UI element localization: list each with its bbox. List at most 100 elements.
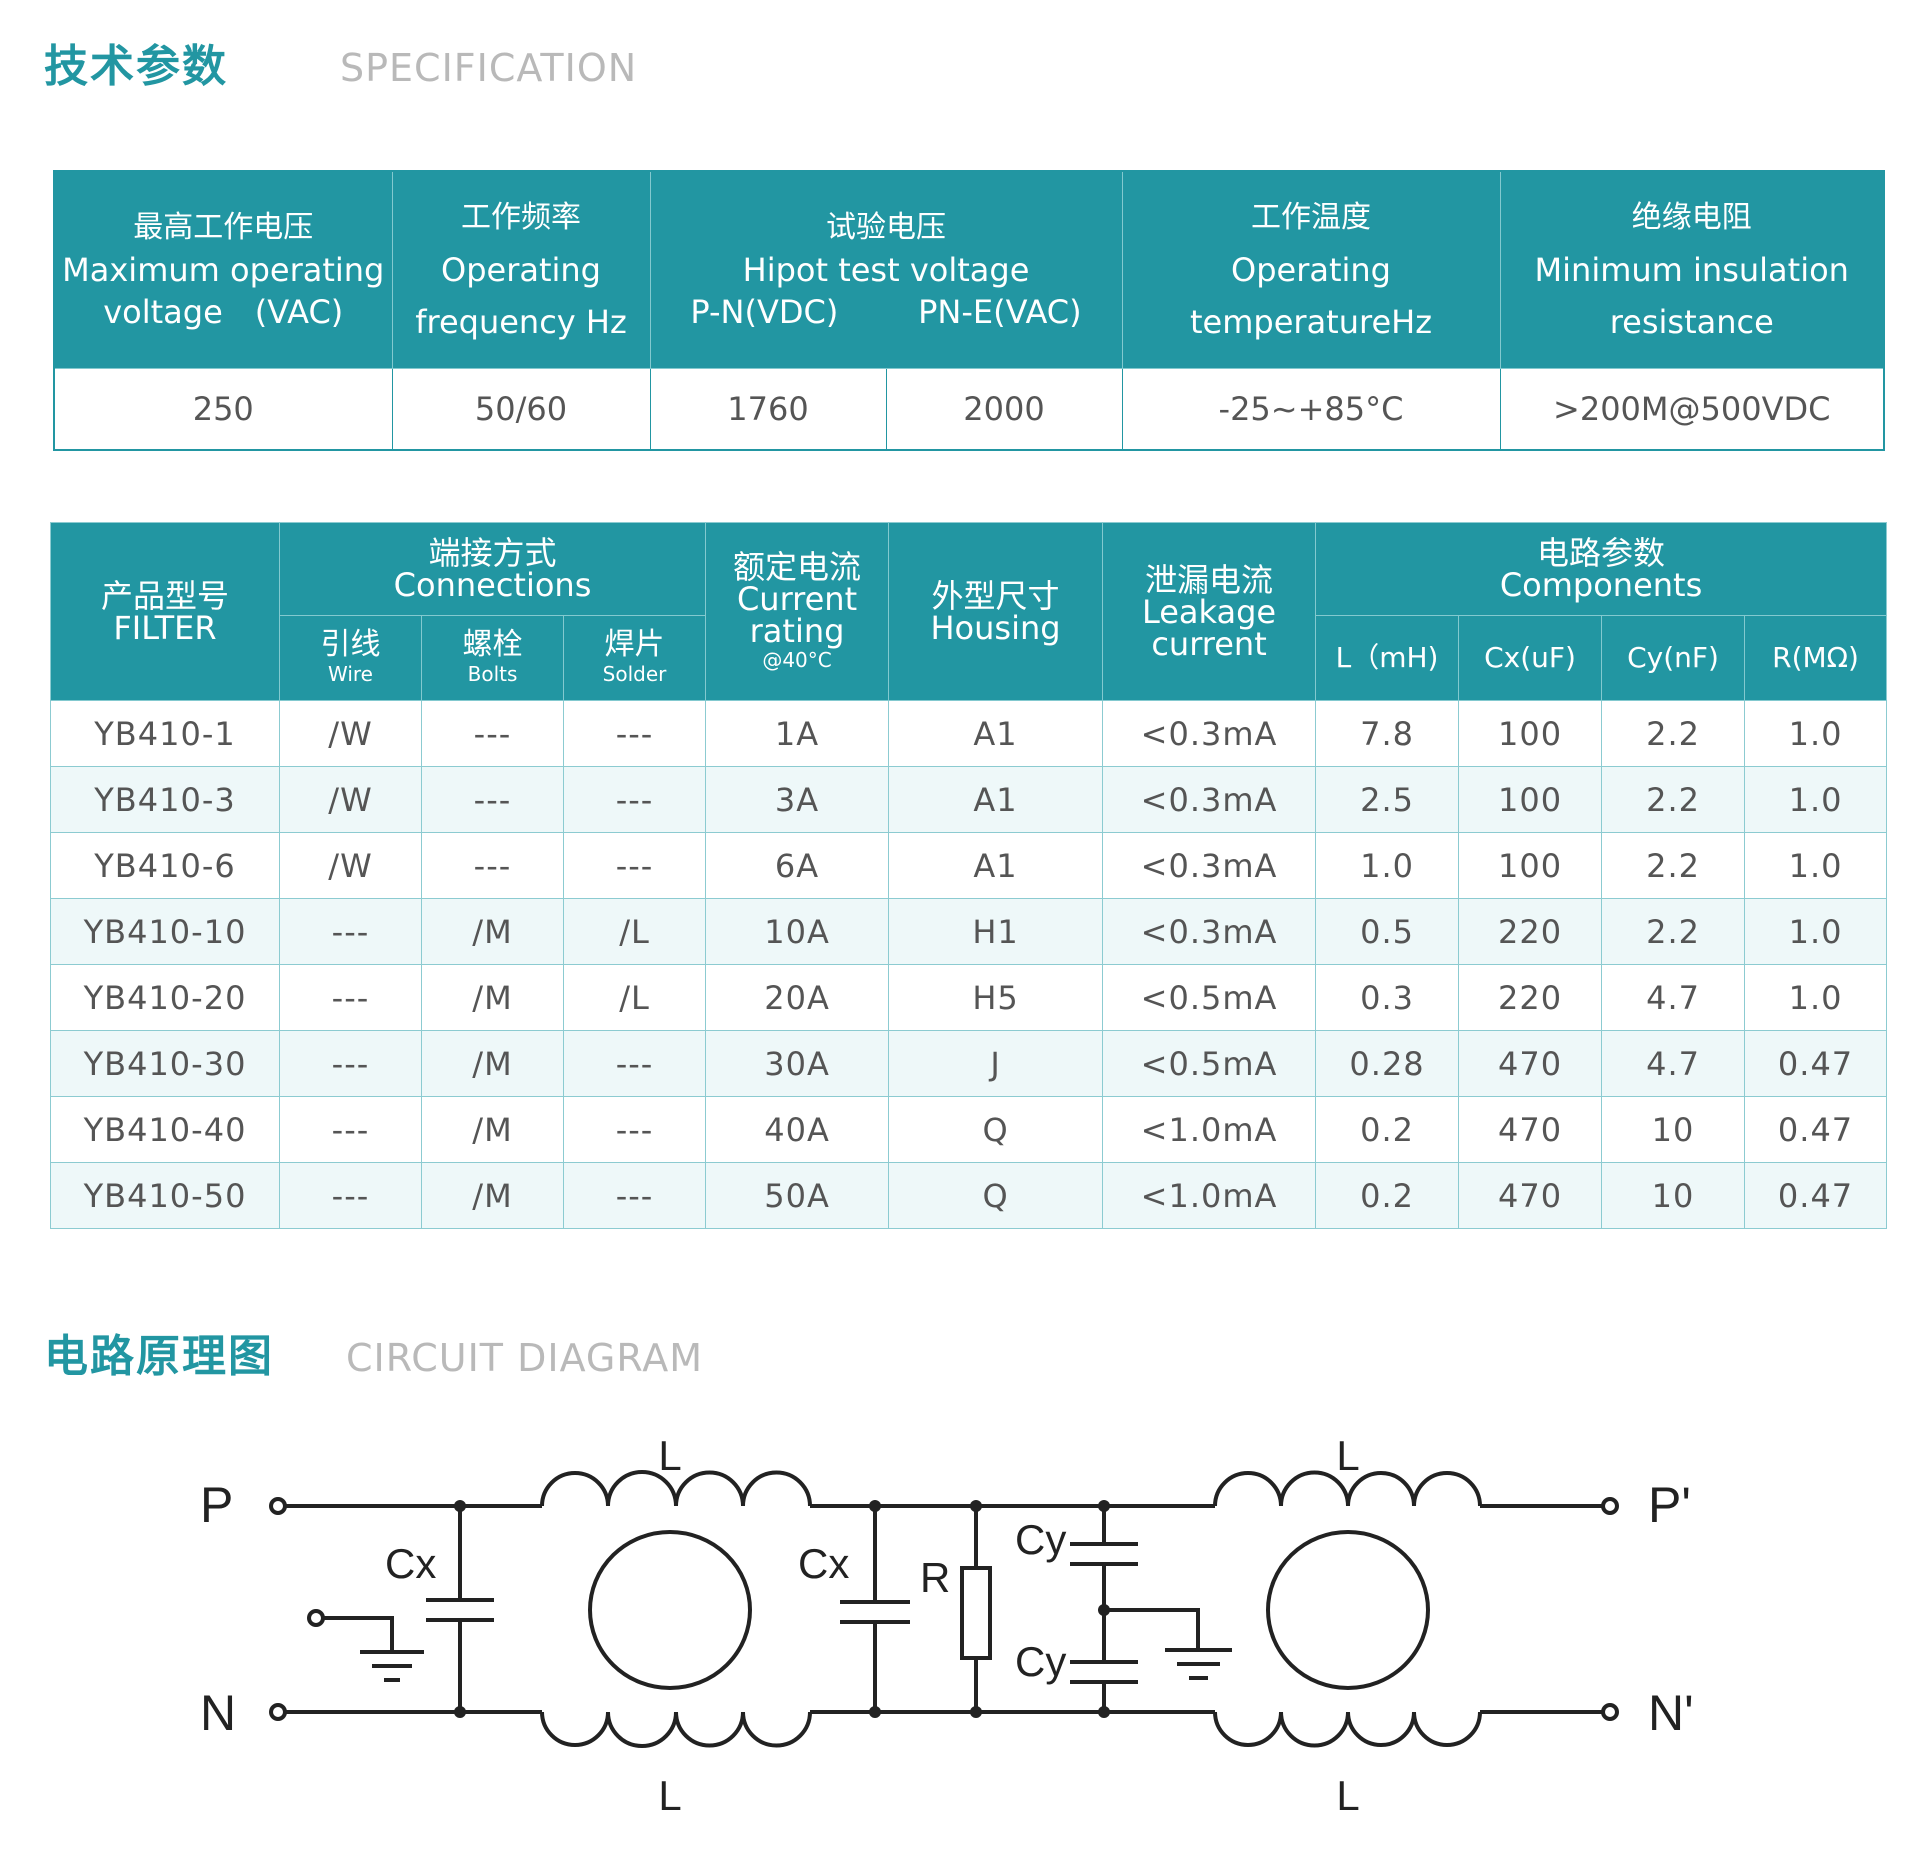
table-cell: ---: [563, 1030, 707, 1097]
spec-value: 1760: [650, 368, 887, 450]
terminal-n-in: [269, 1703, 287, 1721]
table-cell: 30A: [705, 1030, 890, 1097]
spec-header-temperature: 工作温度 Operating temperatureHz: [1122, 171, 1501, 369]
header-housing: 外型尺寸 Housing: [888, 522, 1104, 701]
table-cell: 2.2: [1601, 766, 1746, 833]
table-cell: 0.47: [1744, 1162, 1887, 1229]
table-cell: ---: [279, 898, 422, 965]
label-p-in: P: [200, 1477, 233, 1533]
table-cell: 10: [1601, 1162, 1746, 1229]
table-cell: /L: [563, 898, 707, 965]
spec-title-cn: 技术参数: [44, 41, 228, 92]
circuit-title-cn: 电路原理图: [44, 1331, 274, 1382]
inductor-top-left: [540, 1470, 812, 1507]
label-inductor: L: [1336, 1772, 1359, 1819]
header-leakage: 泄漏电流 Leakage current: [1102, 522, 1317, 701]
terminal-p-in: [269, 1497, 287, 1515]
table-cell: Q: [888, 1096, 1104, 1163]
table-cell: YB410-3: [50, 766, 280, 833]
table-cell: <1.0mA: [1102, 1096, 1317, 1163]
table-cell: 100: [1458, 832, 1603, 899]
label-cx-mid: Cx: [798, 1540, 849, 1587]
table-cell: <0.3mA: [1102, 898, 1317, 965]
table-cell: 10A: [705, 898, 890, 965]
table-cell: 0.28: [1315, 1030, 1460, 1097]
junction: [1098, 1706, 1110, 1718]
header-wire: 引线 Wire: [279, 615, 422, 701]
table-cell: ---: [563, 700, 707, 767]
table-cell: A1: [888, 766, 1104, 833]
junction: [1098, 1500, 1110, 1512]
junction: [970, 1706, 982, 1718]
table-cell: Q: [888, 1162, 1104, 1229]
table-cell: 1.0: [1315, 832, 1460, 899]
ground-cy-icon: [1104, 1608, 1232, 1680]
table-cell: /M: [421, 1162, 564, 1229]
table-cell: 220: [1458, 898, 1603, 965]
table-cell: 2.2: [1601, 898, 1746, 965]
table-cell: ---: [563, 766, 707, 833]
table-cell: 6A: [705, 832, 890, 899]
table-cell: /M: [421, 1096, 564, 1163]
spec-header-hipot: 试验电压 Hipot test voltage P-N(VDC) PN-E(VA…: [650, 171, 1123, 369]
spec-header-frequency: 工作频率 Operating frequency Hz: [392, 171, 651, 369]
header-current: 额定电流 Current rating @40°C: [705, 522, 890, 701]
table-cell: 1.0: [1744, 964, 1887, 1031]
header-components: 电路参数 Components: [1315, 522, 1887, 616]
junction: [454, 1500, 466, 1512]
spec-table: 最高工作电压 Maximum operating voltage (VAC) 工…: [53, 170, 1885, 451]
circuit-section-title: 电路原理图 CIRCUIT DIAGRAM: [44, 1320, 703, 1384]
table-cell: <0.5mA: [1102, 964, 1317, 1031]
table-cell: ---: [421, 766, 564, 833]
table-cell: 3A: [705, 766, 890, 833]
junction: [869, 1500, 881, 1512]
table-cell: ---: [279, 1096, 422, 1163]
terminal-p-out: [1601, 1497, 1619, 1515]
label-inductor: L: [1336, 1440, 1359, 1479]
label-n-in: N: [200, 1685, 236, 1741]
table-cell: /W: [279, 766, 422, 833]
table-cell: YB410-1: [50, 700, 280, 767]
table-cell: 7.8: [1315, 700, 1460, 767]
table-cell: 1.0: [1744, 700, 1887, 767]
table-cell: 0.2: [1315, 1162, 1460, 1229]
table-cell: 470: [1458, 1096, 1603, 1163]
table-cell: YB410-10: [50, 898, 280, 965]
table-cell: 2.5: [1315, 766, 1460, 833]
table-cell: /M: [421, 898, 564, 965]
inductor-core-right: [1266, 1530, 1430, 1690]
spec-value: >200M@500VDC: [1553, 390, 1831, 428]
terminal-ground-in: [307, 1609, 325, 1627]
table-cell: ---: [279, 1162, 422, 1229]
capacitor-cx-in: [426, 1506, 494, 1712]
header-model: 产品型号 FILTER: [50, 522, 280, 701]
table-cell: A1: [888, 700, 1104, 767]
inductor-bottom-left: [540, 1711, 812, 1748]
junction: [970, 1500, 982, 1512]
table-cell: /W: [279, 832, 422, 899]
table-cell: 1.0: [1744, 832, 1887, 899]
inductor-top-right: [1213, 1470, 1482, 1507]
label-inductor: L: [658, 1440, 681, 1479]
circuit-diagram: P N P' N' L L L L Cx Cx R Cy Cy: [200, 1440, 1694, 1819]
junction: [869, 1706, 881, 1718]
label-n-out: N': [1648, 1685, 1694, 1741]
label-r: R: [920, 1554, 950, 1601]
product-table: 产品型号 FILTER 端接方式 Connections 额定电流 Curren…: [50, 522, 1888, 1229]
table-cell: 40A: [705, 1096, 890, 1163]
table-cell: ---: [563, 832, 707, 899]
label-cx-in: Cx: [385, 1540, 436, 1587]
table-cell: ---: [563, 1162, 707, 1229]
junction: [454, 1706, 466, 1718]
header-connections: 端接方式 Connections: [279, 522, 707, 616]
label-cy-bottom: Cy: [1015, 1638, 1066, 1685]
header-r: R(MΩ): [1744, 615, 1887, 701]
table-cell: A1: [888, 832, 1104, 899]
header-l: L（mH): [1315, 615, 1460, 701]
